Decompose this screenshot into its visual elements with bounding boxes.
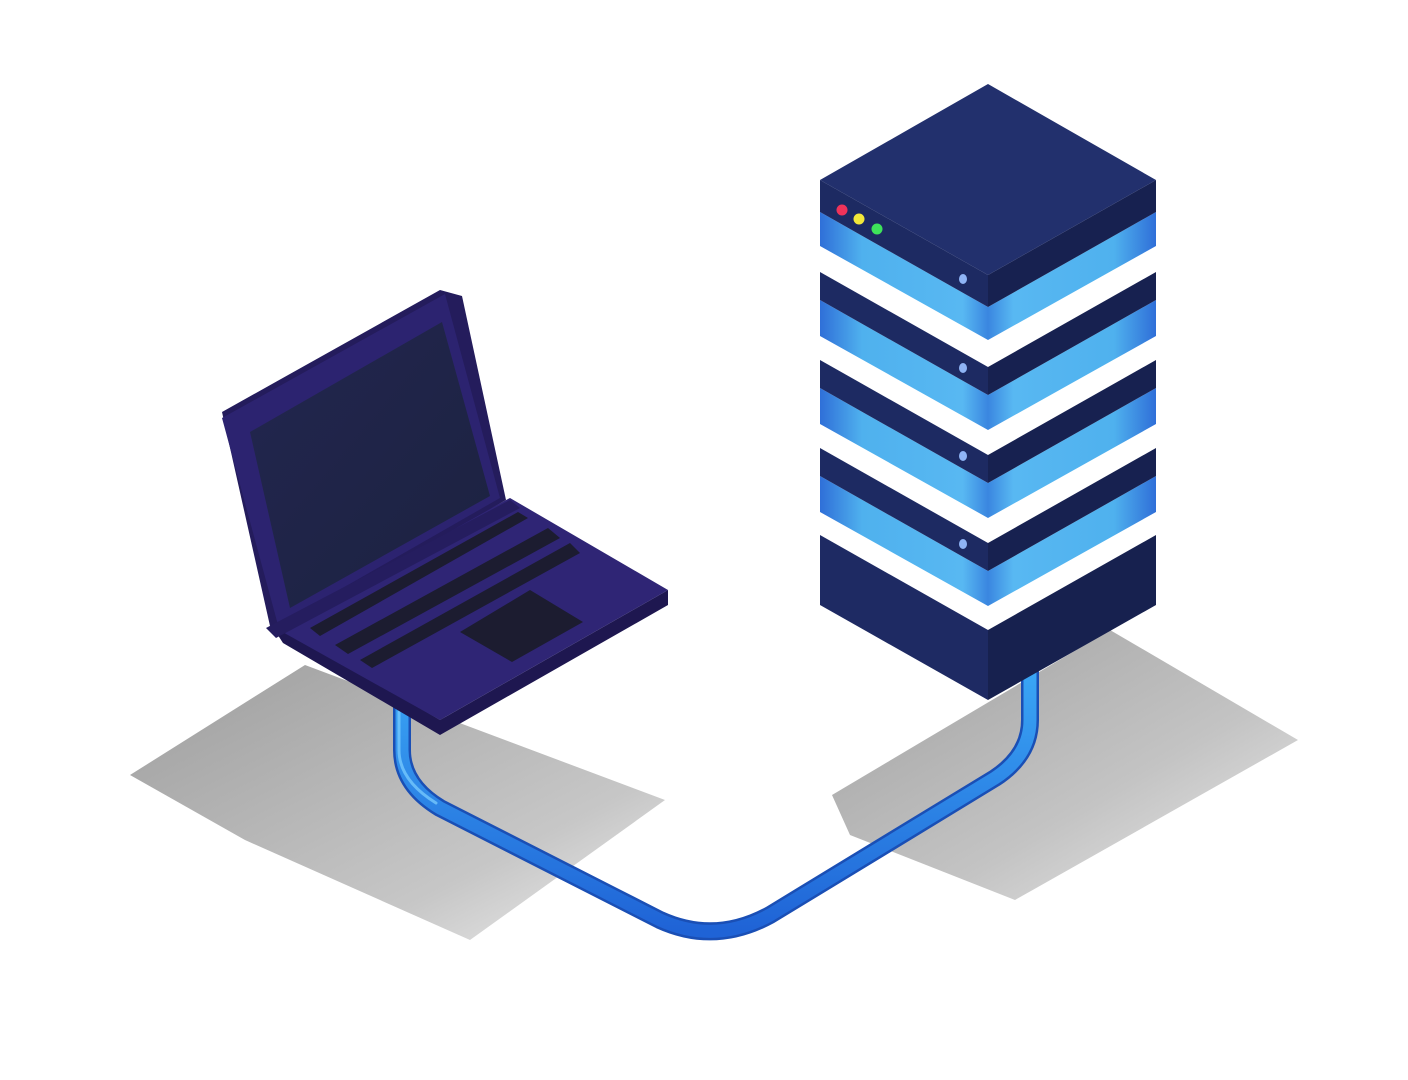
laptop-trackpad (460, 590, 583, 662)
network-cable (393, 663, 1039, 941)
keyboard-row-1 (310, 512, 528, 636)
laptop-shadow (130, 665, 665, 940)
unit-indicator-1 (959, 274, 967, 284)
unit-indicator-4 (959, 539, 967, 549)
server-shadow (832, 630, 1298, 900)
laptop-screen (250, 322, 490, 608)
unit-indicator-2 (959, 363, 967, 373)
laptop (222, 290, 668, 735)
server-top (820, 84, 1156, 275)
server-rack (820, 84, 1156, 700)
keyboard-row-3 (360, 543, 580, 668)
status-light-red (836, 204, 848, 216)
keyboard-row-2 (335, 528, 560, 654)
unit-indicator-3 (959, 451, 967, 461)
status-light-green (871, 223, 883, 235)
shadows (130, 630, 1298, 940)
status-light-yellow (853, 213, 865, 225)
